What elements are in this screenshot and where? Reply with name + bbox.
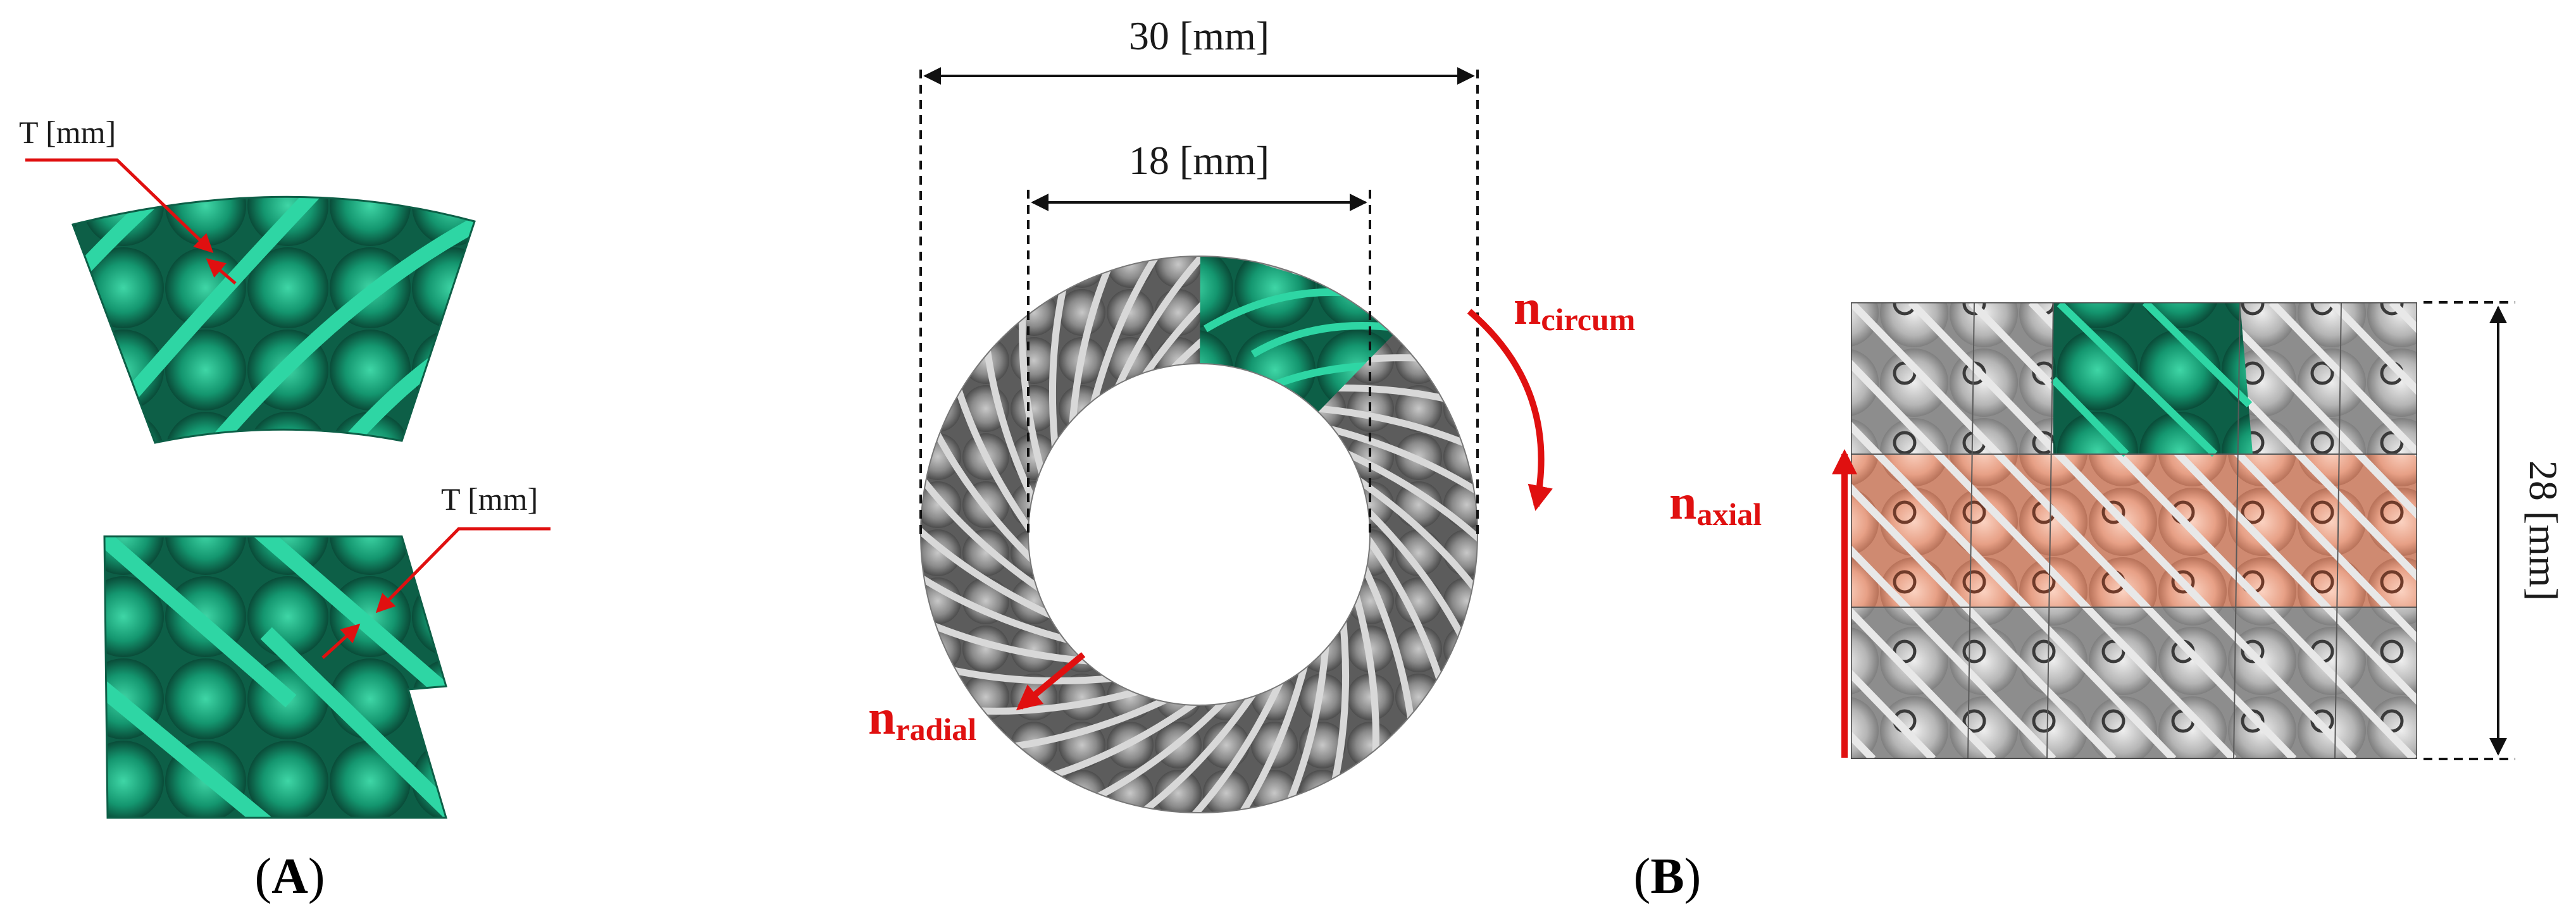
panel-b-ring: 30 [mm] 18 [mm] ncircum nradial [868,13,1635,813]
ring-strut [1019,309,1047,481]
cylinder-strut [1851,607,1996,759]
thickness-label-top: T [mm] [19,114,116,150]
cylinder-strut [1851,731,1876,759]
panel-b-cylinder: 28 [mm] naxial (B) [1634,301,2566,904]
ring-strut [1048,281,1067,455]
ring-strut [1339,448,1478,546]
ring-strut [954,383,1037,538]
ring-strut [1359,502,1467,642]
panel-label-b: (B) [1634,849,1702,904]
radial-direction: nradial [868,652,1086,747]
ring-strut [1361,531,1445,686]
curved-unit-cell [72,195,476,444]
thickness-callout-bottom: T [mm] [321,481,551,659]
axial-direction: naxial [1669,449,1857,758]
cylinder-strut [1968,302,2417,759]
height-dimension: 28 [mm] [2424,301,2566,760]
ring-strut [1068,262,1113,432]
height-label: 28 [mm] [2521,460,2566,601]
inner-diameter-label: 18 [mm] [1129,138,1269,183]
cylinder-strut [1851,359,2237,759]
cylinder-strut [1851,421,2177,759]
ring-strut [1302,404,1472,448]
circum-label: ncircum [1514,280,1635,337]
outer-diameter-label: 30 [mm] [1129,13,1269,58]
cylinder-unit-cell [2053,302,2253,454]
ring-strut [1351,588,1379,760]
ring-strut [946,666,1120,685]
radial-label: nradial [868,689,976,747]
ring-strut [1331,614,1350,787]
panel-label-a: (A) [254,849,325,904]
ring-strut [926,620,1097,665]
cylinder-strut [1851,669,1936,759]
cylinder-strut [1851,302,2297,759]
ring-strut [921,523,1059,621]
inner-diameter-dimension: 18 [mm] [1031,138,1367,211]
panel-a: T [mm] T [mm] (A) [19,114,551,904]
ring-strut [1359,560,1415,726]
cylinder-strut [2208,302,2417,520]
ring-strut [1188,674,1286,813]
thickness-label-bottom: T [mm] [441,481,538,517]
thickness-callout-top: T [mm] [19,114,237,285]
circumferential-direction: ncircum [1467,280,1635,511]
ring-strut [1047,696,1203,780]
cylinder-strut [1851,545,2056,759]
ring-strut [1089,256,1161,411]
ring-dimension-guides [919,70,1479,534]
ring-strut [1237,658,1309,813]
cylinder-strut [1851,483,2117,759]
ring-strut [1139,686,1260,813]
ring-strut [931,427,1040,567]
ring-strut [1351,474,1478,595]
axial-label: naxial [1669,474,1762,532]
cylinder-strut [2268,302,2417,458]
ring-strut [921,572,1076,645]
ring-strut [983,343,1040,509]
cylinder-strut [1908,302,2357,759]
ring-lattice [920,256,1478,813]
ring-strut [1112,256,1210,395]
ring-strut [921,474,1047,595]
ring-strut [1007,694,1174,750]
ring-strut [973,686,1146,715]
cylinder-strut [2329,302,2417,396]
ring-strut [1092,694,1231,802]
trapezoid-unit-cell [103,535,448,819]
ring-strut [1322,424,1478,497]
outer-diameter-dimension: 30 [mm] [923,13,1475,85]
ring-strut [1285,637,1330,807]
cylinder-lattice [1851,302,2417,759]
